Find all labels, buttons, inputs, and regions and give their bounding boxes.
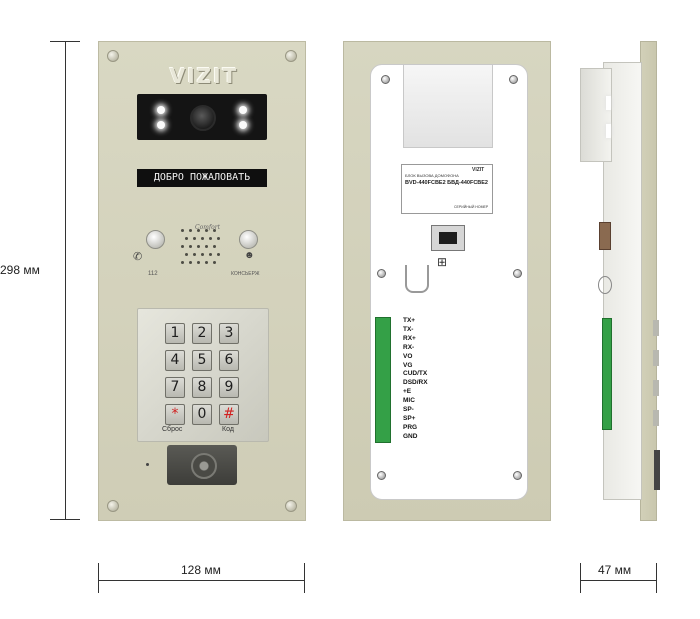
side-reader — [654, 450, 660, 490]
key-star[interactable]: * — [165, 404, 185, 425]
concierge-label: КОНСЬЕРЖ — [231, 271, 260, 277]
call-112-label: 112 — [148, 271, 158, 277]
key-2[interactable]: 2 — [192, 323, 212, 344]
call-112-button[interactable] — [146, 230, 165, 249]
sticker-line1: БЛОК ВЫЗОВА ДОМОФОНА — [405, 173, 459, 178]
concierge-icon: ☻ — [244, 250, 255, 261]
side-led — [606, 124, 611, 138]
camera-bar — [137, 94, 267, 140]
side-knob — [653, 380, 659, 396]
key-4[interactable]: 4 — [165, 350, 185, 371]
side-terminal — [602, 318, 612, 430]
keypad: 1 2 3 4 5 6 7 8 9 * 0 # Сброс Код — [137, 308, 269, 442]
ground-clip — [405, 265, 429, 293]
key-1[interactable]: 1 — [165, 323, 185, 344]
side-cover — [580, 68, 612, 162]
led-light — [239, 121, 247, 129]
screw — [513, 269, 522, 278]
brand-logo: VIZIT — [169, 64, 239, 88]
screw — [509, 75, 518, 84]
pin-label: TX- — [403, 325, 414, 333]
key-5[interactable]: 5 — [192, 350, 212, 371]
screw — [377, 269, 386, 278]
key-3[interactable]: 3 — [219, 323, 239, 344]
terminal-block — [375, 317, 391, 443]
pin-label: SP+ — [403, 414, 416, 422]
contactless-icon — [191, 453, 217, 479]
back-housing: VIZIT БЛОК ВЫЗОВА ДОМОФОНА BVD-440FCBE2 … — [370, 64, 528, 500]
front-panel: VIZIT ДОБРО ПОЖАЛОВАТЬ Comfort ✆ 112 ☻ К… — [98, 41, 306, 521]
screw — [107, 50, 119, 62]
pin-label: VO — [403, 352, 413, 360]
comfort-label: Comfort — [195, 224, 221, 231]
height-label: 298 мм — [0, 263, 40, 277]
side-clip — [598, 276, 612, 294]
width-label: 128 мм — [181, 563, 221, 577]
side-knob — [653, 350, 659, 366]
side-knob — [653, 410, 659, 426]
led-light — [157, 106, 165, 114]
product-sticker: VIZIT БЛОК ВЫЗОВА ДОМОФОНА BVD-440FCBE2 … — [401, 164, 493, 214]
side-front-plate — [640, 41, 657, 521]
key-hash[interactable]: # — [219, 404, 239, 425]
screw — [381, 75, 390, 84]
led-light — [157, 121, 165, 129]
display-screen: ДОБРО ПОЖАЛОВАТЬ — [137, 169, 267, 187]
key-6[interactable]: 6 — [219, 350, 239, 371]
cable-cover — [403, 64, 493, 148]
sticker-footer: СЕРИЙНЫЙ НОМЕР — [454, 205, 489, 209]
microphone-hole — [146, 463, 149, 466]
pin-label: VG — [403, 361, 413, 369]
pin-label: RX- — [403, 343, 415, 351]
phone-icon: ✆ — [133, 251, 143, 263]
terminal-pins: TX+ TX- RX+ RX- VO VG CUD/TX DSD/RX +E M… — [403, 317, 428, 442]
sticker-model: BVD-440FCBE2 БВД-440FCBE2 — [405, 180, 488, 186]
key-8[interactable]: 8 — [192, 377, 212, 398]
pin-label: SP- — [403, 406, 414, 414]
led-light — [239, 106, 247, 114]
network-icon: ⊞ — [437, 255, 448, 269]
side-led — [606, 96, 611, 110]
screw — [513, 471, 522, 480]
back-frame: VIZIT БЛОК ВЫЗОВА ДОМОФОНА BVD-440FCBE2 … — [343, 41, 551, 521]
speaker-grill — [179, 227, 225, 271]
sticker-brand: VIZIT — [472, 167, 485, 173]
key-7[interactable]: 7 — [165, 377, 185, 398]
pin-label: GND — [403, 432, 418, 440]
side-connector — [599, 222, 611, 250]
pin-label: +E — [403, 388, 412, 396]
pin-label: PRG — [403, 423, 418, 431]
reset-label: Сброс — [162, 426, 183, 433]
screw — [285, 500, 297, 512]
pin-label: DSD/RX — [403, 379, 428, 387]
screw — [377, 471, 386, 480]
key-9[interactable]: 9 — [219, 377, 239, 398]
pin-label: MIC — [403, 397, 415, 405]
screw — [107, 500, 119, 512]
camera-lens-icon — [190, 105, 216, 131]
pin-label: CUD/TX — [403, 370, 428, 378]
screw — [285, 50, 297, 62]
code-label: Код — [222, 426, 234, 433]
key-0[interactable]: 0 — [192, 404, 212, 425]
concierge-button[interactable] — [239, 230, 258, 249]
side-knob — [653, 320, 659, 336]
ethernet-port[interactable] — [431, 225, 465, 251]
pin-label: RX+ — [403, 334, 416, 342]
rfid-reader[interactable] — [167, 445, 237, 485]
depth-label: 47 мм — [598, 563, 632, 577]
pin-label: TX+ — [403, 317, 416, 324]
